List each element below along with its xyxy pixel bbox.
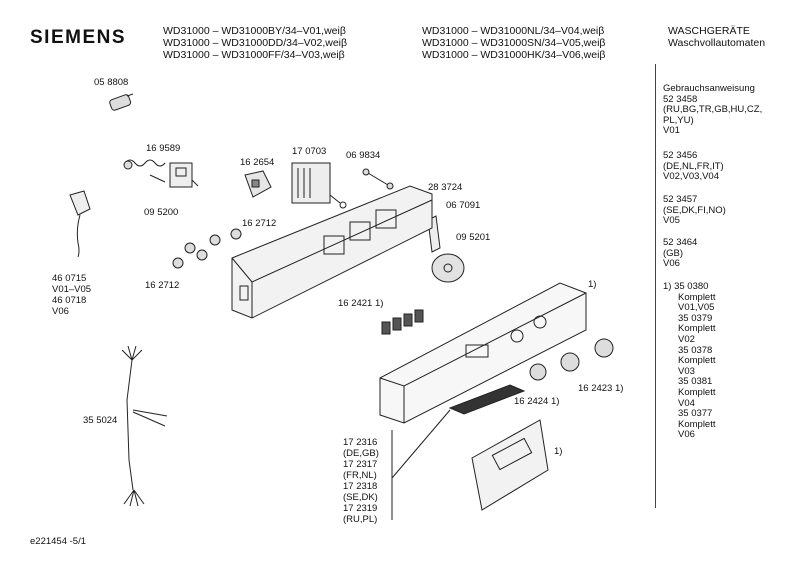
part-label-069834: 06 9834: [346, 150, 381, 161]
sidebar-line: (GB): [663, 247, 684, 259]
exploded-view-drawing: [69, 93, 614, 520]
model-line: WD31000 – WD31000DD/34–V02,weiβ: [163, 37, 348, 49]
sidebar-line: V04: [678, 397, 695, 409]
sidebar-block-523456: 52 3456 (DE,NL,FR,IT) V02,V03,V04: [663, 150, 724, 183]
category-line: WASCHGERÄTE: [668, 25, 750, 37]
strip-line: (RU,PL): [343, 514, 378, 525]
part-label-355024: 35 5024: [83, 415, 118, 426]
lamp-part: [362, 168, 394, 190]
sidebar-line: V02: [678, 333, 695, 345]
strip-line: (SE,DK): [343, 492, 378, 503]
header-category: WASCHGERÄTE Waschvollautomaten: [668, 25, 765, 49]
part-label-095201: 09 5201: [456, 232, 491, 243]
sidebar-line: V01: [663, 125, 680, 137]
pressure-switch-part: [123, 159, 199, 188]
model-line: WD31000 – WD31000BY/34–V01,weiβ: [163, 25, 346, 37]
sidebar-line: 52 3456: [663, 150, 698, 161]
footnote-marker-panel: 1): [588, 279, 597, 290]
part-label-162424: 16 2424 1): [514, 396, 560, 407]
strip-line: (DE,GB): [343, 448, 379, 459]
sidebar-line: Komplett: [678, 418, 716, 430]
cable-line: V06: [52, 306, 69, 317]
switch-part: [244, 170, 272, 198]
cable-line: 46 0715: [52, 273, 87, 284]
strip-line: 17 2317: [343, 459, 378, 470]
sidebar-line: (RU,BG,TR,GB,HU,CZ,: [663, 104, 763, 116]
part-label-067091: 06 7091: [446, 200, 481, 211]
model-line: WD31000 – WD31000NL/34–V04,weiβ: [422, 25, 605, 37]
sidebar-line: PL,YU): [663, 114, 694, 126]
part-label-283724: 28 3724: [428, 182, 463, 193]
sidebar-line: V03: [678, 365, 695, 377]
footnote-marker-drawer: 1): [554, 446, 563, 457]
sidebar-line: (DE,NL,FR,IT): [663, 160, 724, 172]
control-panel-part: [379, 282, 587, 424]
sidebar-line: Komplett: [678, 386, 716, 398]
detergent-drawer-part: [471, 419, 549, 511]
sidebar-block-complete-sets: 1) 35 0380 Komplett V01,V05 35 0379 Komp…: [663, 281, 716, 441]
part-label-162421: 16 2421 1): [338, 298, 384, 309]
sidebar-line: 35 0377: [678, 408, 713, 420]
model-line: WD31000 – WD31000SN/34–V05,weiβ: [422, 37, 606, 49]
sidebar-block-523457: 52 3457 (SE,DK,FI,NO) V05: [663, 194, 726, 227]
documentation-sidebar: Gebrauchsanweisung 52 3458 (RU,BG,TR,GB,…: [655, 64, 795, 508]
cable-line: V01–V05: [52, 284, 92, 295]
category-line: Waschvollautomaten: [668, 37, 766, 49]
sidebar-line: Komplett: [678, 355, 716, 367]
sidebar-line: 52 3458: [663, 93, 698, 105]
sidebar-line: V02,V03,V04: [663, 171, 719, 183]
wiring-harness-part: [121, 345, 168, 507]
part-label-058808: 05 8808: [94, 77, 129, 88]
part-label-162712-lower: 16 2712: [145, 280, 180, 291]
part-label-095200: 09 5200: [144, 207, 179, 218]
brand-logo: SIEMENS: [30, 27, 127, 48]
sidebar-line: 35 0381: [678, 376, 713, 388]
header-models-col1: WD31000 – WD31000BY/34–V01,weiβ WD31000 …: [163, 25, 347, 61]
part-label-169589: 16 9589: [146, 143, 181, 154]
timer-part: [291, 162, 347, 209]
sidebar-line: V05: [663, 215, 680, 227]
model-line: WD31000 – WD31000FF/34–V03,weiβ: [163, 49, 345, 61]
sidebar-block-manual: Gebrauchsanweisung 52 3458 (RU,BG,TR,GB,…: [663, 83, 763, 137]
part-label-162423: 16 2423 1): [578, 383, 624, 394]
part-label-162712-upper: 16 2712: [242, 218, 277, 229]
part-label-162654: 16 2654: [240, 157, 275, 168]
sidebar-line: 35 0378: [678, 344, 713, 356]
axis-disc-part: [431, 253, 465, 283]
sidebar-line: V06: [663, 258, 680, 270]
header-models-col2: WD31000 – WD31000NL/34–V04,weiβ WD31000 …: [422, 25, 605, 61]
indicator-strip-part: [448, 384, 526, 415]
sidebar-line: V06: [678, 429, 695, 441]
sidebar-line: 35 0379: [678, 312, 713, 324]
sidebar-line: (SE,DK,FI,NO): [663, 204, 726, 216]
capacitor-part: [109, 93, 134, 111]
sidebar-line: Komplett: [678, 323, 716, 335]
sidebar-line: 52 3457: [663, 194, 698, 205]
strip-line: 17 2319: [343, 503, 378, 514]
strip-line: 17 2318: [343, 481, 378, 492]
model-line: WD31000 – WD31000HK/34–V06,weiβ: [422, 49, 606, 61]
footer-code: e221454 -5/1: [30, 536, 86, 547]
knobs-part: [529, 338, 614, 381]
sidebar-line: Komplett: [678, 291, 716, 303]
sidebar-line: V01,V05: [678, 302, 715, 314]
strip-line: (FR,NL): [343, 470, 377, 481]
sidebar-line: 1) 35 0380: [663, 281, 709, 292]
knob-axes-part: [172, 228, 242, 269]
sidebar-line: 52 3464: [663, 237, 698, 248]
part-label-172316-group: 17 2316 (DE,GB) 17 2317 (FR,NL) 17 2318 …: [343, 437, 379, 525]
mains-cable-part: [69, 190, 91, 258]
part-label-170703: 17 0703: [292, 146, 327, 157]
console-body-part: [231, 185, 433, 319]
pushbuttons-part: [381, 309, 424, 335]
strip-line: 17 2316: [343, 437, 378, 448]
sidebar-block-523464: 52 3464 (GB) V06: [663, 237, 698, 270]
part-label-cable: 46 0715 V01–V05 46 0718 V06: [52, 273, 91, 317]
sidebar-line: Gebrauchsanweisung: [663, 83, 755, 94]
cable-line: 46 0718: [52, 295, 87, 306]
